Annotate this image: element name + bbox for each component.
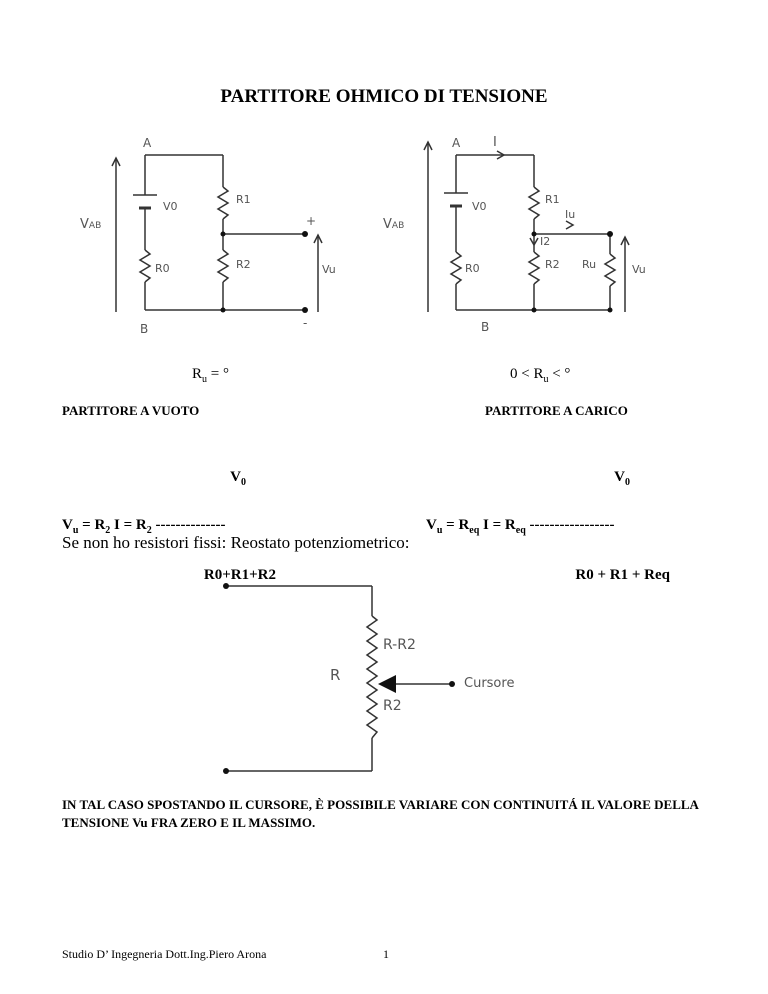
node-b-label-loaded: B (481, 320, 490, 334)
condition-loaded: 0 < Ru < ° (510, 366, 571, 385)
heading-loaded: PARTITORE A CARICO (485, 403, 628, 418)
r1-label: R1 (236, 193, 251, 206)
current-iu-label: Iu (565, 208, 576, 221)
footer-text: Studio D’ Ingegneria Dott.Ing.Piero Aron… (62, 947, 267, 961)
pot-r-minus-r2-label: R-R2 (383, 637, 416, 653)
page-title: PARTITORE OHMICO DI TENSIONE (220, 86, 548, 107)
plus-label: + (306, 214, 317, 228)
formula-loaded: V0 Vu = Req I = Req ----------------- R0… (426, 469, 670, 583)
page-number: 1 (383, 947, 389, 961)
potentiometer-sentence: Se non ho resistori fissi: Reostato pote… (62, 533, 410, 552)
cursor-label: Cursore (464, 676, 515, 691)
node-a-label: A (143, 136, 152, 150)
vab-label-loaded: VAB (383, 217, 405, 232)
v0-label: V0 (163, 200, 178, 213)
condition-no-load: Ru = ° (192, 366, 229, 385)
ru-label: Ru (582, 258, 597, 271)
current-i2-label: I2 (540, 235, 551, 248)
vab-label: VAB (80, 217, 102, 232)
conclusion-note: IN TAL CASO SPOSTANDO IL CURSORE, È POSS… (62, 797, 699, 830)
r0-label-loaded: R0 (465, 262, 480, 275)
r1-label-loaded: R1 (545, 193, 560, 206)
vu-label-loaded: Vu (632, 263, 646, 276)
node-a-label-loaded: A (452, 136, 461, 150)
pot-r2-label: R2 (383, 698, 402, 714)
v0-label-loaded: V0 (472, 200, 487, 213)
node-b-label: B (140, 322, 149, 336)
minus-label: - (303, 316, 308, 330)
current-i-label: I (493, 135, 497, 150)
pot-r-label: R (330, 666, 341, 684)
heading-no-load: PARTITORE A VUOTO (62, 403, 200, 418)
vu-label: Vu (322, 263, 336, 276)
r0-label: R0 (155, 262, 170, 275)
r2-label: R2 (236, 258, 251, 271)
r2-label-loaded: R2 (545, 258, 560, 271)
formula-no-load: V0 Vu = R2 I = R2 -------------- R0+R1+R… (62, 469, 276, 583)
